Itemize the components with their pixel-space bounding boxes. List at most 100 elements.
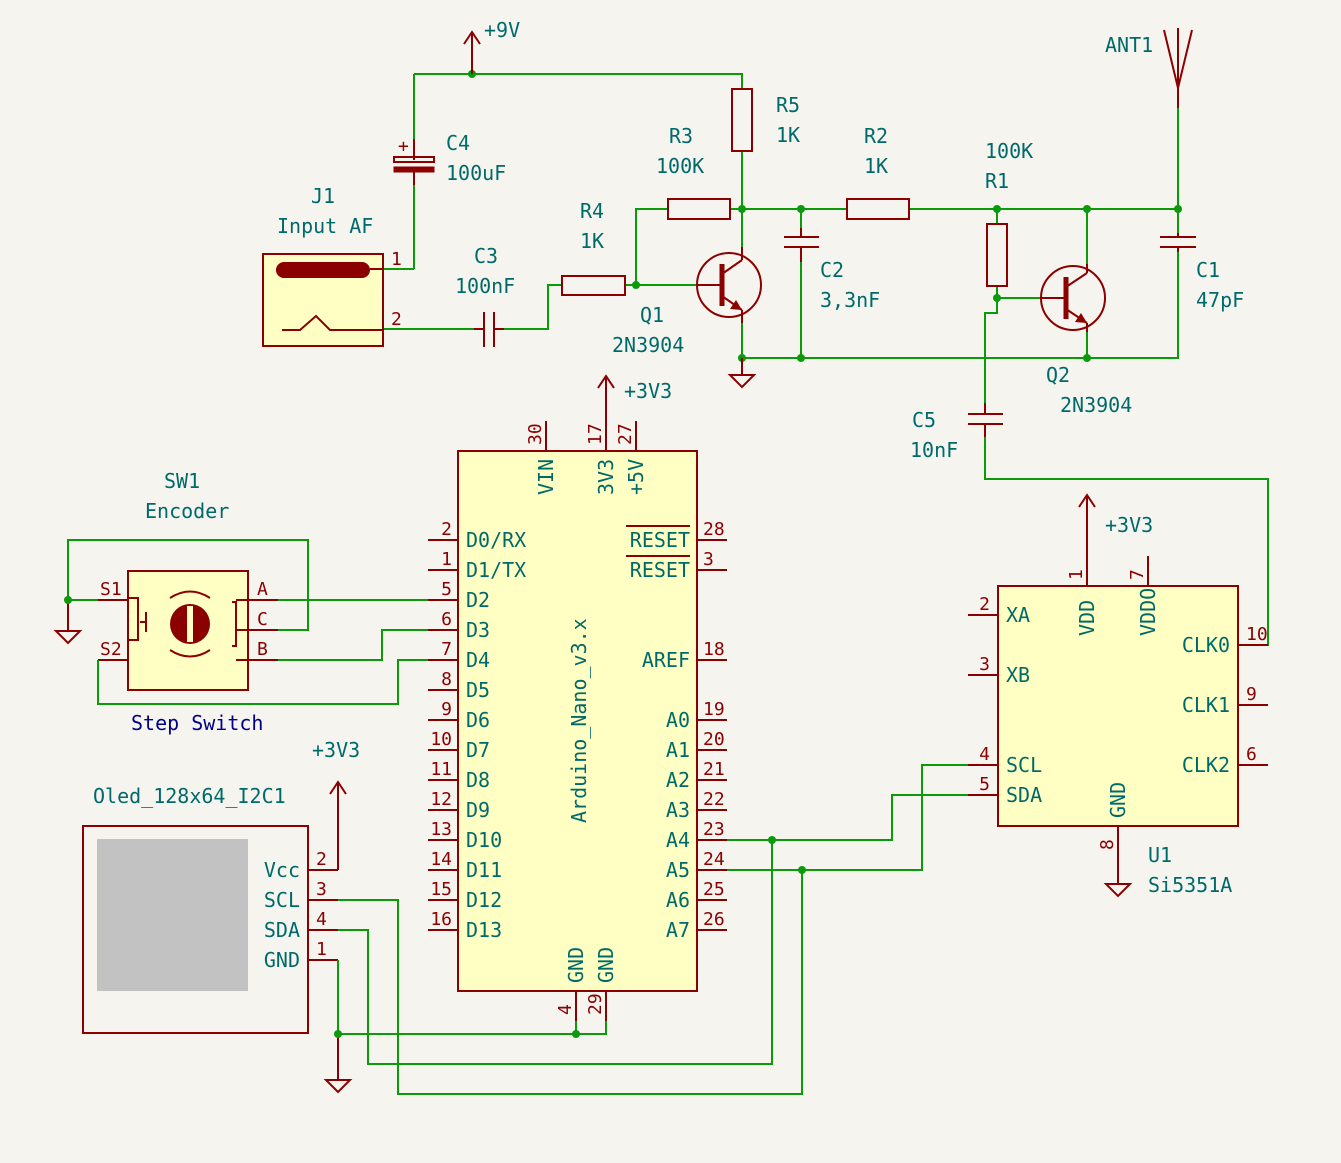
q1-ref: Q1 — [640, 303, 664, 327]
power-3v3-si-label: +3V3 — [1105, 513, 1153, 537]
si-pin-name: VDDO — [1136, 588, 1160, 636]
ground-sw1 — [53, 600, 83, 645]
arduino-pin-number: 7 — [441, 639, 452, 660]
arduino-pin-number: 15 — [430, 879, 452, 900]
si-pin-number: 10 — [1246, 624, 1268, 645]
junction-dots-top — [468, 70, 1182, 362]
si-pin-name: CLK1 — [1182, 693, 1230, 717]
capacitor-c4: + C4 100uF — [393, 131, 506, 185]
oled-pin-number: 2 — [316, 849, 327, 870]
arduino-pin-name: VIN — [534, 459, 558, 495]
arduino-pin-name: A3 — [666, 798, 690, 822]
arduino-pin-name: D9 — [466, 798, 490, 822]
arduino-pin-name: RESET — [630, 558, 690, 582]
arduino-pin-number: 3 — [703, 549, 714, 570]
arduino-pin-name: D2 — [466, 588, 490, 612]
arduino-pin-number: 18 — [703, 639, 725, 660]
r4-value: 1K — [580, 229, 604, 253]
antenna-ant1: ANT1 — [1105, 28, 1193, 108]
si-pin-name: XB — [1006, 663, 1030, 687]
arduino-pin-name: D7 — [466, 738, 490, 762]
arduino-pin-number: 12 — [430, 789, 452, 810]
arduino-pin-name: GND — [564, 947, 588, 983]
oled-pin-name: SCL — [264, 888, 300, 912]
si-pin-number: 3 — [979, 654, 990, 675]
si-pin-name: CLK2 — [1182, 753, 1230, 777]
r1-value: 100K — [985, 139, 1033, 163]
arduino-pin-name: D0/RX — [466, 528, 526, 552]
si-pin-number: 9 — [1246, 684, 1257, 705]
arduino-pin-number: 21 — [703, 759, 725, 780]
arduino-pin-number: 25 — [703, 879, 725, 900]
r3-ref: R3 — [669, 124, 693, 148]
ground-si — [1103, 856, 1133, 898]
sw1-a: A — [257, 579, 268, 600]
power-3v3-si: +3V3 — [1078, 493, 1153, 556]
arduino-pin-number: 30 — [525, 423, 546, 445]
oled-pin-name: Vcc — [264, 858, 300, 882]
si-pin-name: VDD — [1075, 600, 1099, 636]
arduino-pin-number: 4 — [555, 1004, 576, 1015]
arduino-pin-number: 26 — [703, 909, 725, 930]
oled-screen — [97, 839, 248, 991]
arduino-pin-number: 24 — [703, 849, 725, 870]
power-3v3-nano: +3V3 — [597, 374, 672, 421]
power-3v3-oled: +3V3 — [312, 738, 360, 870]
r4-ref: R4 — [580, 199, 604, 223]
power-9v: +9V — [463, 18, 520, 74]
c1-ref: C1 — [1196, 258, 1220, 282]
arduino-pin-name: D4 — [466, 648, 490, 672]
arduino-name: Arduino_Nano_v3.x — [567, 618, 591, 823]
capacitor-c1: C1 47pF — [1160, 233, 1244, 312]
arduino-pin-name: +5V — [624, 459, 648, 495]
sw1-ref: SW1 — [164, 469, 200, 493]
ground-q1 — [727, 358, 757, 389]
r5-ref: R5 — [776, 93, 800, 117]
ant1-ref: ANT1 — [1105, 33, 1153, 57]
arduino-pin-name: AREF — [642, 648, 690, 672]
resistor-r5: R5 1K — [731, 88, 800, 152]
arduino-pin-number: 2 — [441, 519, 452, 540]
svg-text:+: + — [398, 136, 409, 157]
arduino-pin-name: A2 — [666, 768, 690, 792]
j1-value: Input AF — [277, 214, 373, 238]
arduino-pin-name: D13 — [466, 918, 502, 942]
oled-pin-number: 1 — [316, 939, 327, 960]
sw1-b: B — [257, 639, 268, 660]
sw1-s2: S2 — [100, 639, 122, 660]
q2-value: 2N3904 — [1060, 393, 1132, 417]
oled-ref: Oled_128x64_I2C1 — [93, 784, 286, 808]
arduino-pin-name: D12 — [466, 888, 502, 912]
oled-pin-name: SDA — [264, 918, 300, 942]
resistor-r1: 100K R1 — [985, 139, 1033, 287]
power-3v3-nano-label: +3V3 — [624, 379, 672, 403]
si-pin-number: 7 — [1127, 569, 1148, 580]
resistor-r3: R3 100K — [656, 124, 731, 220]
arduino-pin-number: 20 — [703, 729, 725, 750]
arduino-pin-name: A1 — [666, 738, 690, 762]
u1-ref: U1 — [1148, 843, 1172, 867]
arduino-pin-number: 17 — [585, 423, 606, 445]
arduino-pin-name: A0 — [666, 708, 690, 732]
r3-value: 100K — [656, 154, 704, 178]
resistor-r4: R4 1K — [561, 199, 626, 296]
arduino-pin-name: A5 — [666, 858, 690, 882]
arduino-pin-name: A4 — [666, 828, 690, 852]
si-pin-name: GND — [1106, 782, 1130, 818]
arduino-pin-number: 22 — [703, 789, 725, 810]
j1-ref: J1 — [311, 184, 335, 208]
c1-value: 47pF — [1196, 288, 1244, 312]
c5-value: 10nF — [910, 438, 958, 462]
arduino-pin-name: D3 — [466, 618, 490, 642]
arduino-pin-name: RESET — [630, 528, 690, 552]
capacitor-c3: C3 100nF — [455, 244, 515, 347]
wires-bottom — [334, 764, 968, 1095]
encoder-sw1: SW1 Encoder S1 S2 A C B Step Switch — [98, 469, 278, 735]
u1-value: Si5351A — [1148, 873, 1232, 897]
r2-value: 1K — [864, 154, 888, 178]
sw1-c: C — [257, 609, 268, 630]
arduino-pin-number: 14 — [430, 849, 452, 870]
